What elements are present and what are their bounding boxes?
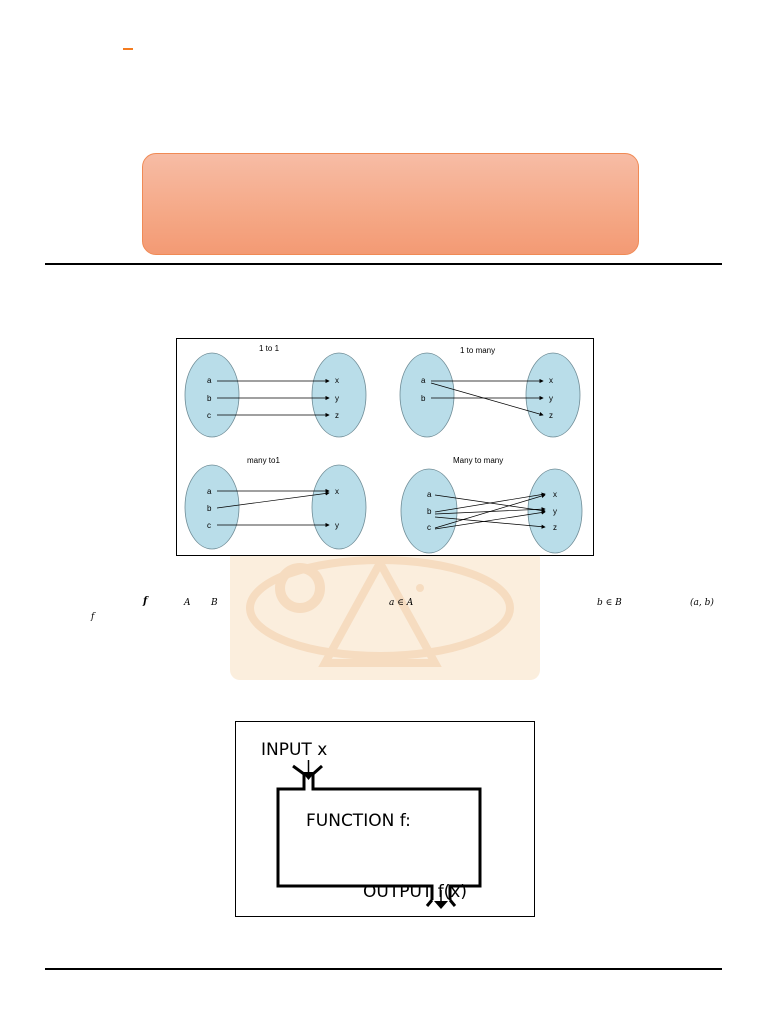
svg-text:x: x (549, 376, 553, 385)
svg-text:b: b (207, 504, 212, 513)
relations-diagram: 1 to 1 a b c x y z 1 to many a b x y z (176, 338, 594, 556)
math-ordered-pair: (a, b) (690, 598, 714, 608)
svg-text:z: z (335, 411, 339, 420)
math-set-a: A (184, 598, 191, 608)
svg-text:y: y (549, 394, 553, 403)
panel-title: 1 to 1 (259, 344, 280, 353)
svg-text:Many to many: Many to many (453, 456, 503, 465)
svg-text:c: c (207, 521, 211, 530)
svg-text:x: x (553, 490, 557, 499)
svg-text:y: y (335, 394, 339, 403)
svg-text:c: c (207, 411, 211, 420)
math-b-in-b: b ∈ B (597, 598, 622, 608)
svg-text:x: x (335, 376, 339, 385)
output-label: OUTPUT f(x) (363, 882, 467, 902)
top-divider (45, 263, 722, 265)
panel-many-to-one: many to1 a b c x y (184, 456, 367, 550)
svg-text:z: z (553, 523, 557, 532)
svg-text:z: z (549, 411, 553, 420)
svg-text:y: y (335, 521, 339, 530)
bottom-divider (45, 968, 722, 970)
header-banner (142, 153, 639, 255)
svg-text:b: b (421, 394, 426, 403)
math-f-bold: f (143, 596, 148, 607)
input-arrow-icon (302, 772, 315, 780)
svg-text:a: a (421, 376, 426, 385)
svg-text:a: a (427, 490, 432, 499)
panel-one-to-one: 1 to 1 a b c x y z (184, 344, 367, 438)
svg-text:a: a (207, 487, 212, 496)
svg-text:b: b (427, 507, 432, 516)
output-arrow-icon (434, 901, 448, 909)
math-a-in-a: a ∈ A (389, 598, 414, 608)
accent-dash (123, 48, 133, 50)
svg-text:c: c (427, 523, 431, 532)
math-f: f (91, 612, 95, 622)
svg-text:1 to many: 1 to many (460, 346, 495, 355)
input-label: INPUT x (261, 740, 327, 760)
math-set-b: B (211, 598, 218, 608)
svg-text:a: a (207, 376, 212, 385)
svg-text:x: x (335, 487, 339, 496)
panel-one-to-many: 1 to many a b x y z (399, 346, 581, 438)
panel-many-to-many: Many to many a b c x y z (400, 456, 583, 554)
function-machine-diagram: INPUT x FUNCTION f: OUTPUT f(x) (235, 721, 535, 917)
svg-text:many to1: many to1 (247, 456, 280, 465)
function-label: FUNCTION f: (306, 811, 411, 831)
svg-text:y: y (553, 507, 557, 516)
watermark-logo-icon (230, 548, 540, 680)
svg-text:b: b (207, 394, 212, 403)
